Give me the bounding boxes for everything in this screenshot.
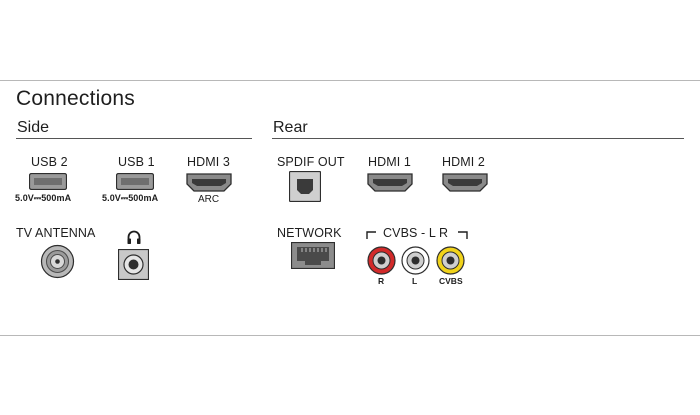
page-title: Connections <box>16 87 135 110</box>
side-divider <box>16 138 252 139</box>
antenna-label: TV ANTENNA <box>16 226 96 240</box>
hdmi-port-icon <box>367 173 413 192</box>
headphone-jack-icon <box>118 249 149 280</box>
headphone-icon <box>127 230 141 244</box>
rear-divider <box>272 138 684 139</box>
hdmi-port-icon <box>442 173 488 192</box>
ethernet-port-icon <box>291 242 335 269</box>
rca-jack-icon-l <box>401 246 430 275</box>
rca-r-label: R <box>378 276 385 286</box>
rca-l-label: L <box>412 276 418 286</box>
rca-jack-icon-r <box>367 246 396 275</box>
usb1-label: USB 1 <box>118 155 155 169</box>
hdmi2-label: HDMI 2 <box>442 155 485 169</box>
hdmi3-label: HDMI 3 <box>187 155 230 169</box>
hdmi1-label: HDMI 1 <box>368 155 411 169</box>
cvbs-label: CVBS - L R <box>383 226 449 240</box>
usb-port-icon <box>29 173 67 190</box>
coax-port-icon <box>40 244 75 279</box>
usb2-label: USB 2 <box>31 155 68 169</box>
hdmi3-arc-label: ARC <box>198 194 220 205</box>
usb1-spec: 5.0V⎓500mA <box>102 193 159 203</box>
cvbs-bracket <box>366 231 468 239</box>
network-label: NETWORK <box>277 226 342 240</box>
usb2-spec: 5.0V⎓500mA <box>15 193 72 203</box>
section-rear-heading: Rear <box>273 119 308 136</box>
rca-cvbs-label: CVBS <box>439 276 463 286</box>
optical-port-icon <box>289 171 321 202</box>
spdif-label: SPDIF OUT <box>277 155 345 169</box>
connections-panel <box>0 80 700 336</box>
usb-port-icon <box>116 173 154 190</box>
hdmi-port-icon <box>186 173 232 192</box>
section-side-heading: Side <box>17 119 50 136</box>
rca-jack-icon-cvbs <box>436 246 465 275</box>
